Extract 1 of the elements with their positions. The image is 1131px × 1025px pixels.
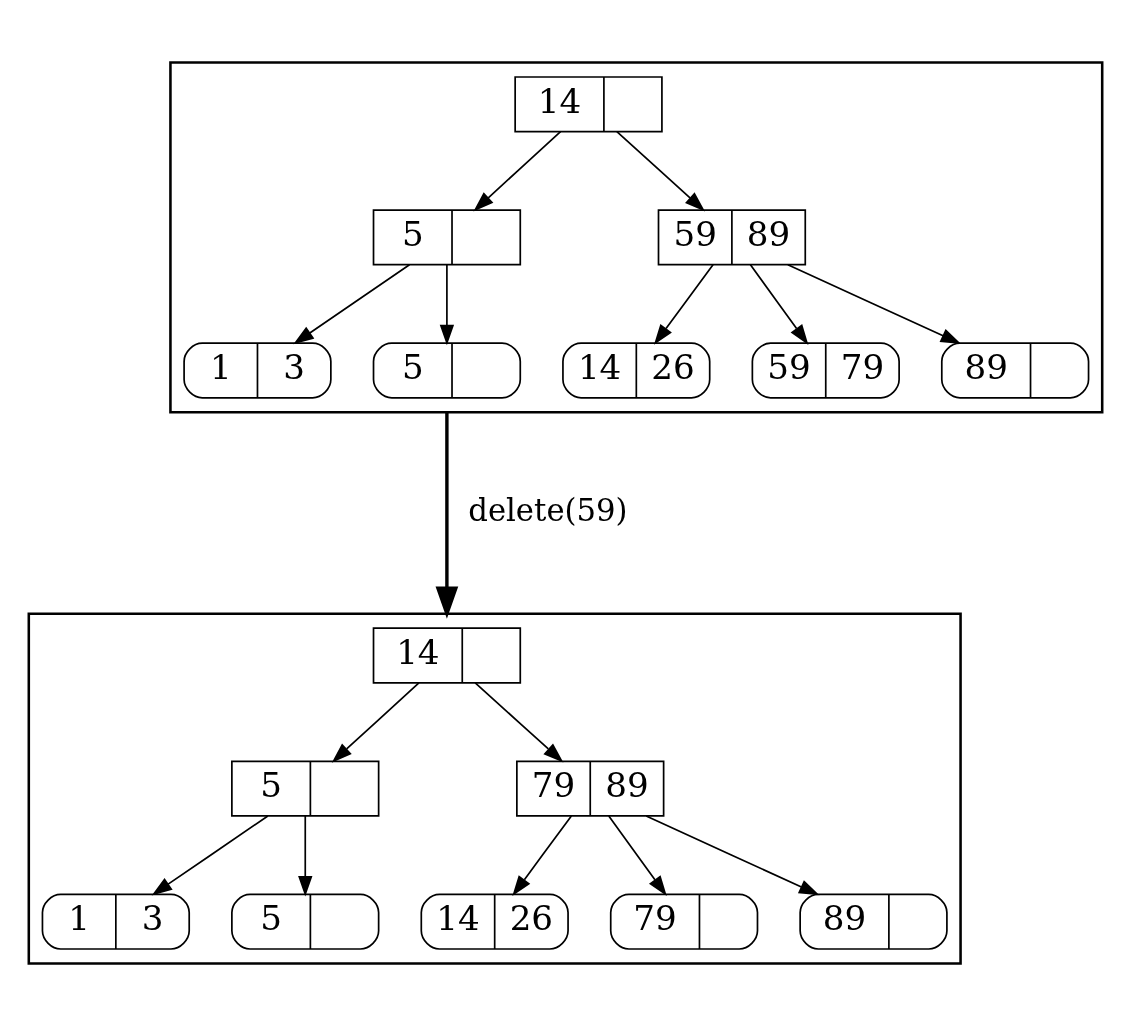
edge-label: delete(59) <box>468 491 628 528</box>
